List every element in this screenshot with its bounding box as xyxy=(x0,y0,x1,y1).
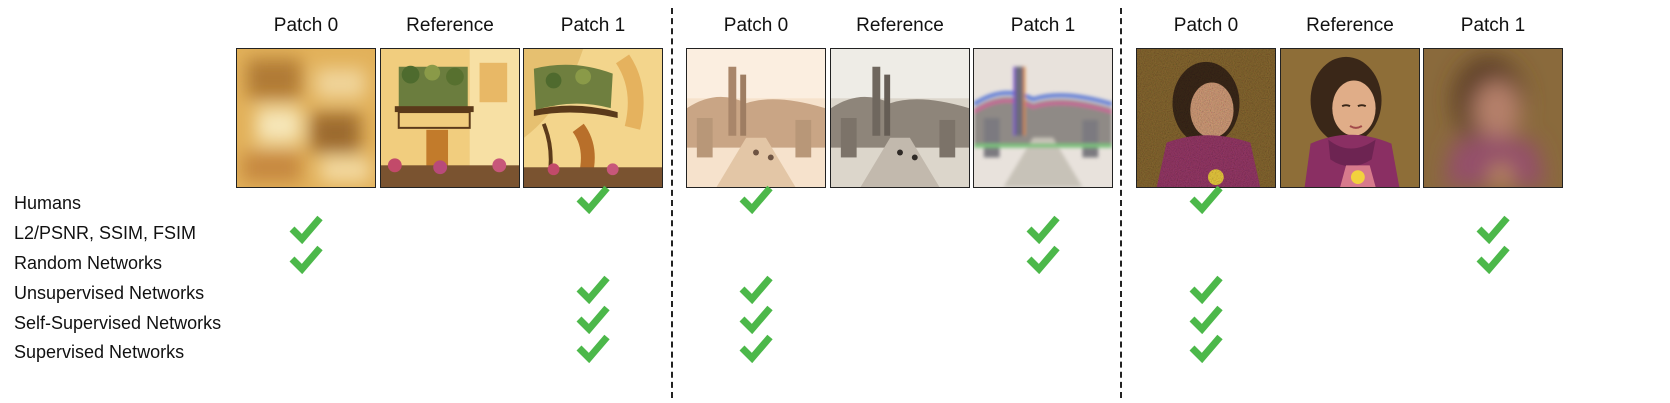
group-2-patch-0-image xyxy=(686,48,826,188)
checkmark-icon xyxy=(1189,185,1223,214)
group-2-patch-1-image xyxy=(973,48,1113,188)
group-3-reference-image xyxy=(1280,48,1420,188)
checkmark-icon xyxy=(576,305,610,334)
checkmark-icon xyxy=(1189,305,1223,334)
group-divider-1 xyxy=(671,8,673,398)
checkmark-icon xyxy=(1476,245,1510,274)
group-2-reference-image xyxy=(830,48,970,188)
checkmark-icon xyxy=(289,215,323,244)
checkmark-icon xyxy=(576,185,610,214)
checkmark-icon xyxy=(1476,215,1510,244)
group-2-header-patch-0: Patch 0 xyxy=(723,15,789,36)
group-3-patch-1-image xyxy=(1423,48,1563,188)
checkmark-icon xyxy=(1189,334,1223,363)
group-divider-2 xyxy=(1120,8,1122,398)
row-label-l2-psnr-ssim-fsim: L2/PSNR, SSIM, FSIM xyxy=(14,223,197,243)
checkmark-icon xyxy=(289,245,323,274)
group-2-header-reference: Reference xyxy=(856,15,944,36)
row-label-humans: Humans xyxy=(14,193,82,213)
group-1-header-patch-0: Patch 0 xyxy=(273,15,339,36)
group-2-header-patch-1: Patch 1 xyxy=(1010,15,1076,36)
group-3-header-reference: Reference xyxy=(1306,15,1394,36)
checkmark-icon xyxy=(739,305,773,334)
checkmark-icon xyxy=(739,185,773,214)
group-1-patch-1-image xyxy=(523,48,663,188)
checkmark-icon xyxy=(576,334,610,363)
row-label-random-networks: Random Networks xyxy=(14,253,163,273)
group-3-patch-0-image xyxy=(1136,48,1276,188)
group-1-header-reference: Reference xyxy=(406,15,494,36)
checkmark-icon xyxy=(739,334,773,363)
group-1-patch-0-image xyxy=(236,48,376,188)
row-label-supervised-networks: Supervised Networks xyxy=(14,342,185,362)
checkmark-icon xyxy=(1189,275,1223,304)
group-3-header-patch-1: Patch 1 xyxy=(1460,15,1526,36)
group-1-header-patch-1: Patch 1 xyxy=(560,15,626,36)
group-1-reference-image xyxy=(380,48,520,188)
checkmark-icon xyxy=(576,275,610,304)
row-label-unsupervised-networks: Unsupervised Networks xyxy=(14,283,205,303)
checkmark-icon xyxy=(1026,245,1060,274)
group-3-header-patch-0: Patch 0 xyxy=(1173,15,1239,36)
row-label-self-supervised-networks: Self-Supervised Networks xyxy=(14,313,222,333)
checkmark-icon xyxy=(1026,215,1060,244)
checkmark-icon xyxy=(739,275,773,304)
